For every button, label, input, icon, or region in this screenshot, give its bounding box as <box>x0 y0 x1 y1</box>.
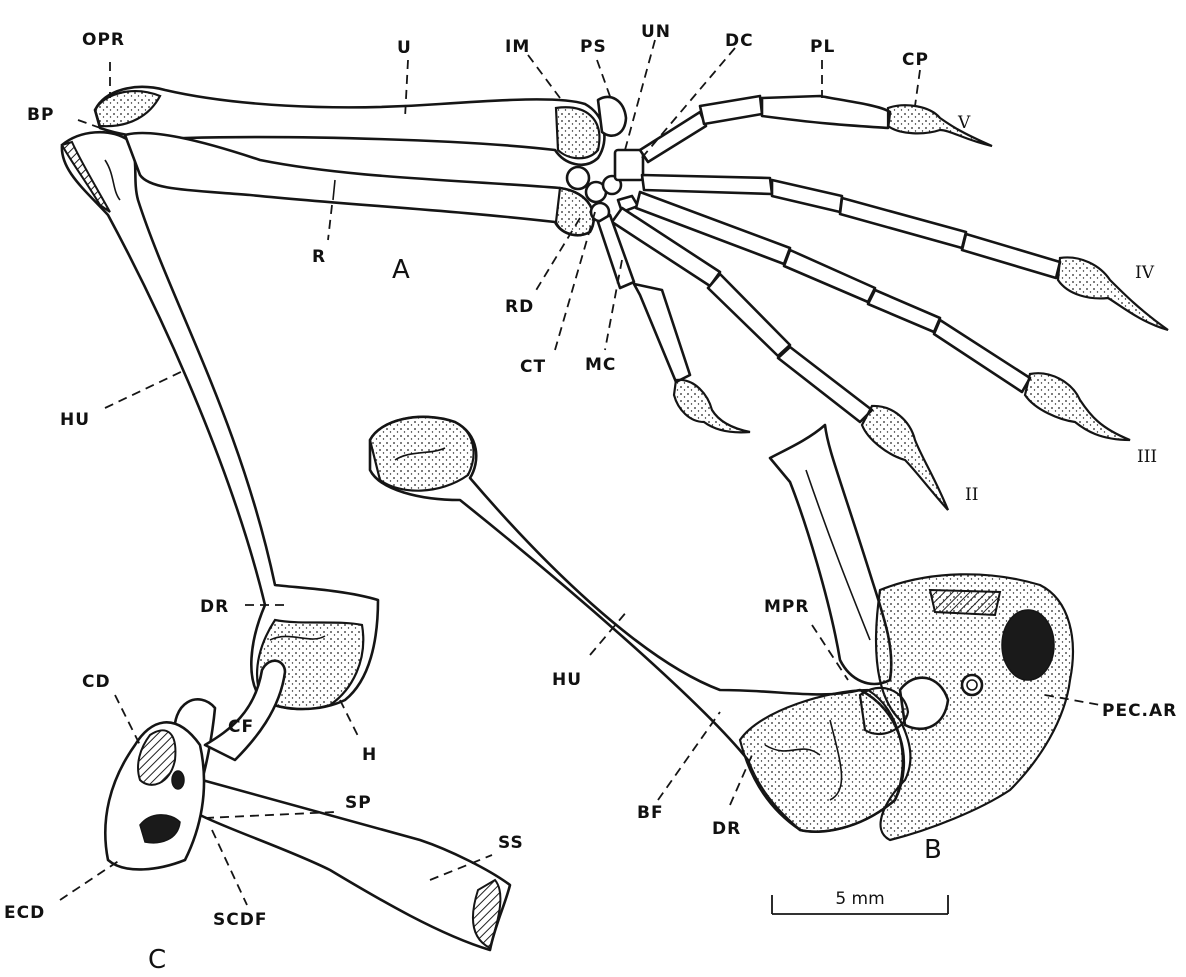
digit-label-ii: II <box>965 485 978 505</box>
label-dr-a: DR <box>200 597 229 617</box>
scale-bar-label: 5 mm <box>835 889 884 909</box>
label-bp: BP <box>27 105 54 125</box>
label-dc: DC <box>725 31 754 51</box>
label-ecd: ECD <box>4 903 45 923</box>
label-pec-ar: PEC.AR <box>1102 701 1177 721</box>
panel-label-b: B <box>924 835 942 865</box>
label-r: R <box>312 247 326 267</box>
digit-label-iv: IV <box>1135 263 1155 283</box>
label-u: U <box>397 38 412 58</box>
label-sp: SP <box>345 793 372 813</box>
label-ct: CT <box>520 357 546 377</box>
pectoral-drawing <box>370 417 1073 840</box>
digit-label-v: V <box>957 113 971 133</box>
label-ss: SS <box>498 833 524 853</box>
label-hu-b: HU <box>552 670 582 690</box>
radius <box>125 133 594 235</box>
scapula-b <box>770 425 891 684</box>
label-h: H <box>362 745 377 765</box>
label-scdf: SCDF <box>213 910 267 930</box>
label-ps: PS <box>580 37 607 57</box>
label-cf: CF <box>228 717 254 737</box>
label-hu-a: HU <box>60 410 90 430</box>
panel-label-c: C <box>148 945 166 973</box>
digit-label-iii: III <box>1137 447 1157 467</box>
label-bf: BF <box>637 803 664 823</box>
label-cd: CD <box>82 672 111 692</box>
label-cp: CP <box>902 50 929 70</box>
panel-label-a: A <box>392 255 410 285</box>
label-dr-b: DR <box>712 819 741 839</box>
label-un: UN <box>641 22 671 42</box>
label-rd: RD <box>505 297 534 317</box>
scale-bar: 5 mm <box>772 889 948 914</box>
label-im: IM <box>505 37 530 57</box>
label-pl: PL <box>810 37 835 57</box>
label-opr: OPR <box>82 30 125 50</box>
label-mpr: MPR <box>764 597 809 617</box>
label-mc: MC <box>585 355 616 375</box>
